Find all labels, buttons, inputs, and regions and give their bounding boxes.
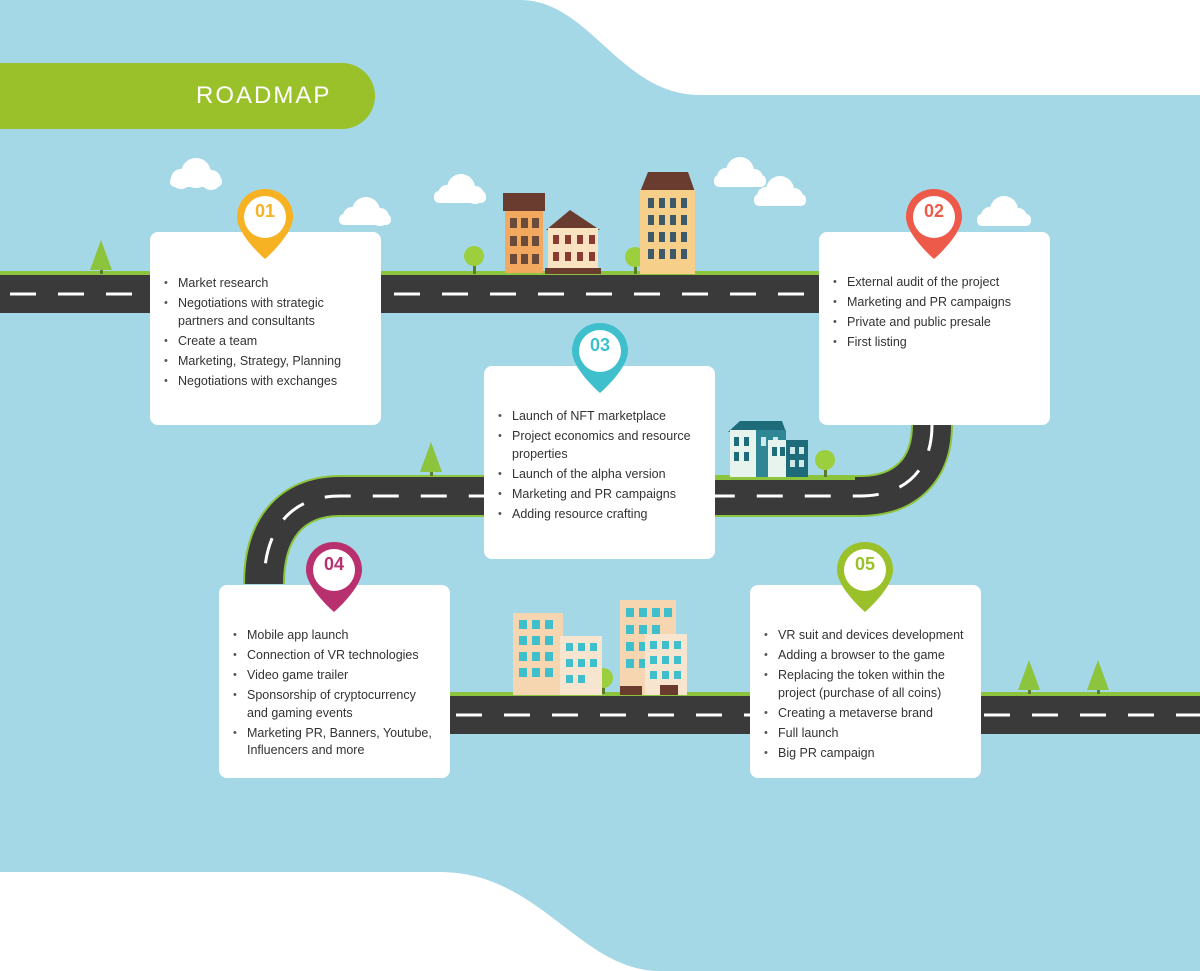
location-pin-icon	[906, 189, 962, 259]
stage-card-01: Market research Negotiations with strate…	[150, 232, 381, 425]
list-item: Marketing and PR campaigns	[498, 486, 705, 504]
round-tree-icon	[464, 246, 484, 274]
cloud-icon	[170, 158, 222, 190]
townhouse-building-icon	[728, 421, 808, 477]
list-item: Marketing and PR campaigns	[833, 294, 1040, 312]
location-pin-icon	[837, 542, 893, 612]
list-item: Sponsorship of cryptocurrency and gaming…	[233, 687, 440, 722]
stage-02-list: External audit of the project Marketing …	[833, 274, 1040, 352]
list-item: Negotiations with exchanges	[164, 373, 371, 391]
location-pin-icon	[572, 323, 628, 393]
list-item: Big PR campaign	[764, 745, 971, 763]
location-pin-05: 05	[834, 540, 896, 618]
list-item: Connection of VR technologies	[233, 647, 440, 665]
cloud-icon	[434, 174, 486, 204]
stage-05-list: VR suit and devices development Adding a…	[764, 627, 971, 762]
tree-icon	[90, 240, 112, 274]
list-item: Adding a browser to the game	[764, 647, 971, 665]
page-title: ROADMAP	[196, 82, 332, 109]
list-item: Create a team	[164, 333, 371, 351]
stage-04-list: Mobile app launch Connection of VR techn…	[233, 627, 440, 760]
list-item: Marketing, Strategy, Planning	[164, 353, 371, 371]
location-pin-03: 03	[569, 321, 631, 399]
road-segment-middle	[243, 424, 953, 585]
location-pin-01: 01	[234, 187, 296, 265]
list-item: Full launch	[764, 725, 971, 743]
stage-card-03: Launch of NFT marketplace Project econom…	[484, 366, 715, 559]
location-pin-icon	[306, 542, 362, 612]
list-item: External audit of the project	[833, 274, 1040, 292]
tree-icon	[1087, 660, 1109, 694]
list-item: Adding resource crafting	[498, 506, 705, 524]
stage-number: 02	[923, 201, 945, 221]
list-item: Launch of the alpha version	[498, 466, 705, 484]
list-item: Launch of NFT marketplace	[498, 408, 705, 426]
stage-number: 05	[854, 554, 876, 574]
cloud-icon	[339, 197, 391, 226]
house-building-icon	[545, 210, 601, 274]
house-building-icon	[640, 172, 695, 274]
list-item: Video game trailer	[233, 667, 440, 685]
roadmap-title-banner: ROADMAP	[0, 63, 375, 129]
list-item: Mobile app launch	[233, 627, 440, 645]
list-item: VR suit and devices development	[764, 627, 971, 645]
location-pin-04: 04	[303, 540, 365, 618]
stage-number: 04	[323, 554, 345, 574]
tree-icon	[1018, 660, 1040, 694]
tree-icon	[420, 442, 442, 476]
stage-03-list: Launch of NFT marketplace Project econom…	[498, 408, 705, 523]
stage-number: 01	[254, 201, 276, 221]
stage-card-05: VR suit and devices development Adding a…	[750, 585, 981, 778]
list-item: Replacing the token within the project (…	[764, 667, 971, 702]
cloud-icon	[714, 157, 766, 187]
road-segment-top	[0, 271, 820, 313]
list-item: Creating a metaverse brand	[764, 705, 971, 723]
stage-number: 03	[589, 335, 611, 355]
office-building-icon	[513, 613, 602, 695]
stage-card-04: Mobile app launch Connection of VR techn…	[219, 585, 450, 778]
house-building-icon	[503, 193, 545, 273]
cloud-icon	[977, 196, 1031, 226]
list-item: Negotiations with strategic partners and…	[164, 295, 371, 330]
round-tree-icon	[815, 450, 835, 477]
stage-card-02: External audit of the project Marketing …	[819, 232, 1050, 425]
location-pin-icon	[237, 189, 293, 259]
office-building-icon	[620, 600, 687, 695]
list-item: Private and public presale	[833, 314, 1040, 332]
list-item: Market research	[164, 275, 371, 293]
list-item: Marketing PR, Banners, Youtube, Influenc…	[233, 725, 440, 760]
list-item: First listing	[833, 334, 1040, 352]
stage-01-list: Market research Negotiations with strate…	[164, 275, 371, 390]
list-item: Project economics and resource propertie…	[498, 428, 705, 463]
location-pin-02: 02	[903, 187, 965, 265]
cloud-icon	[754, 176, 806, 206]
